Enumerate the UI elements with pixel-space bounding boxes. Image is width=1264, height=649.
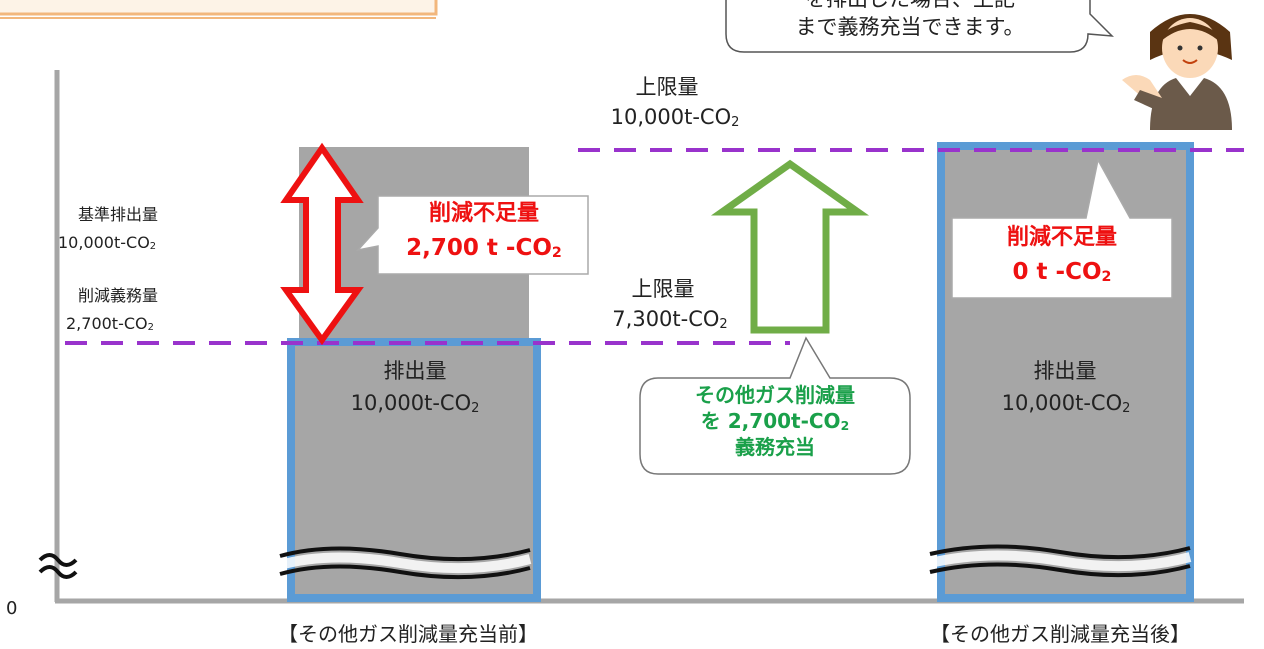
cap-low-value: 7,300t-CO2 bbox=[612, 307, 728, 332]
green-callout-line-3: 義務充当 bbox=[735, 435, 815, 459]
break-mark-left bbox=[278, 546, 532, 580]
shortfall-double-arrow bbox=[280, 142, 364, 346]
right-shortfall-callout bbox=[951, 157, 1173, 299]
green-up-arrow bbox=[710, 159, 870, 334]
left-bar-caption: 【その他ガス削減量充当前】 bbox=[278, 622, 538, 646]
speech-line-2: まで義務充当できます。 bbox=[795, 15, 1025, 40]
reduction-duty-label: 削減義務量 bbox=[77, 286, 158, 305]
left-shortfall-callout bbox=[355, 195, 589, 275]
green-callout-line-2: を 2,700t-CO2 bbox=[700, 409, 850, 433]
top-speech-text: を排出した場合、上記 まで義務充当できます。 bbox=[740, 0, 1080, 41]
cap-high-value: 10,000t-CO2 bbox=[610, 105, 740, 130]
right-shortfall-value: 0 t -CO2 bbox=[1012, 259, 1112, 286]
approx-icon bbox=[38, 553, 78, 579]
right-emission-value: 10,000t-CO2 bbox=[1001, 391, 1131, 416]
right-emission-label: 排出量 bbox=[1033, 359, 1097, 383]
base-emission-label: 基準排出量 bbox=[77, 205, 158, 224]
header-box bbox=[0, 0, 438, 16]
left-shortfall-value: 2,700 t -CO2 bbox=[406, 235, 562, 262]
break-mark-right bbox=[928, 544, 1192, 578]
right-bar-caption: 【その他ガス削減量充当後】 bbox=[930, 622, 1190, 646]
reduction-duty-value: 2,700t-CO2 bbox=[66, 314, 154, 334]
presenter-icon bbox=[1122, 14, 1232, 130]
cap-low-label: 上限量 bbox=[631, 277, 695, 301]
cap-high-label: 上限量 bbox=[635, 75, 699, 99]
top-speech-bubble bbox=[725, 0, 1114, 53]
green-callout-text: その他ガス削減量 を 2,700t-CO2 義務充当 bbox=[640, 382, 910, 460]
base-emission-value: 10,000t-CO2 bbox=[58, 233, 157, 253]
left-shortfall-label: 削減不足量 bbox=[428, 201, 539, 226]
axis-zero-label: 0 bbox=[6, 598, 18, 619]
speech-line-1: を排出した場合、上記 bbox=[740, 0, 1080, 12]
left-emission-value: 10,000t-CO2 bbox=[350, 391, 480, 416]
green-callout-line-1: その他ガス削減量 bbox=[695, 383, 855, 407]
right-shortfall-label: 削減不足量 bbox=[1006, 225, 1117, 250]
left-emission-label: 排出量 bbox=[383, 359, 447, 383]
green-callout bbox=[639, 336, 911, 475]
